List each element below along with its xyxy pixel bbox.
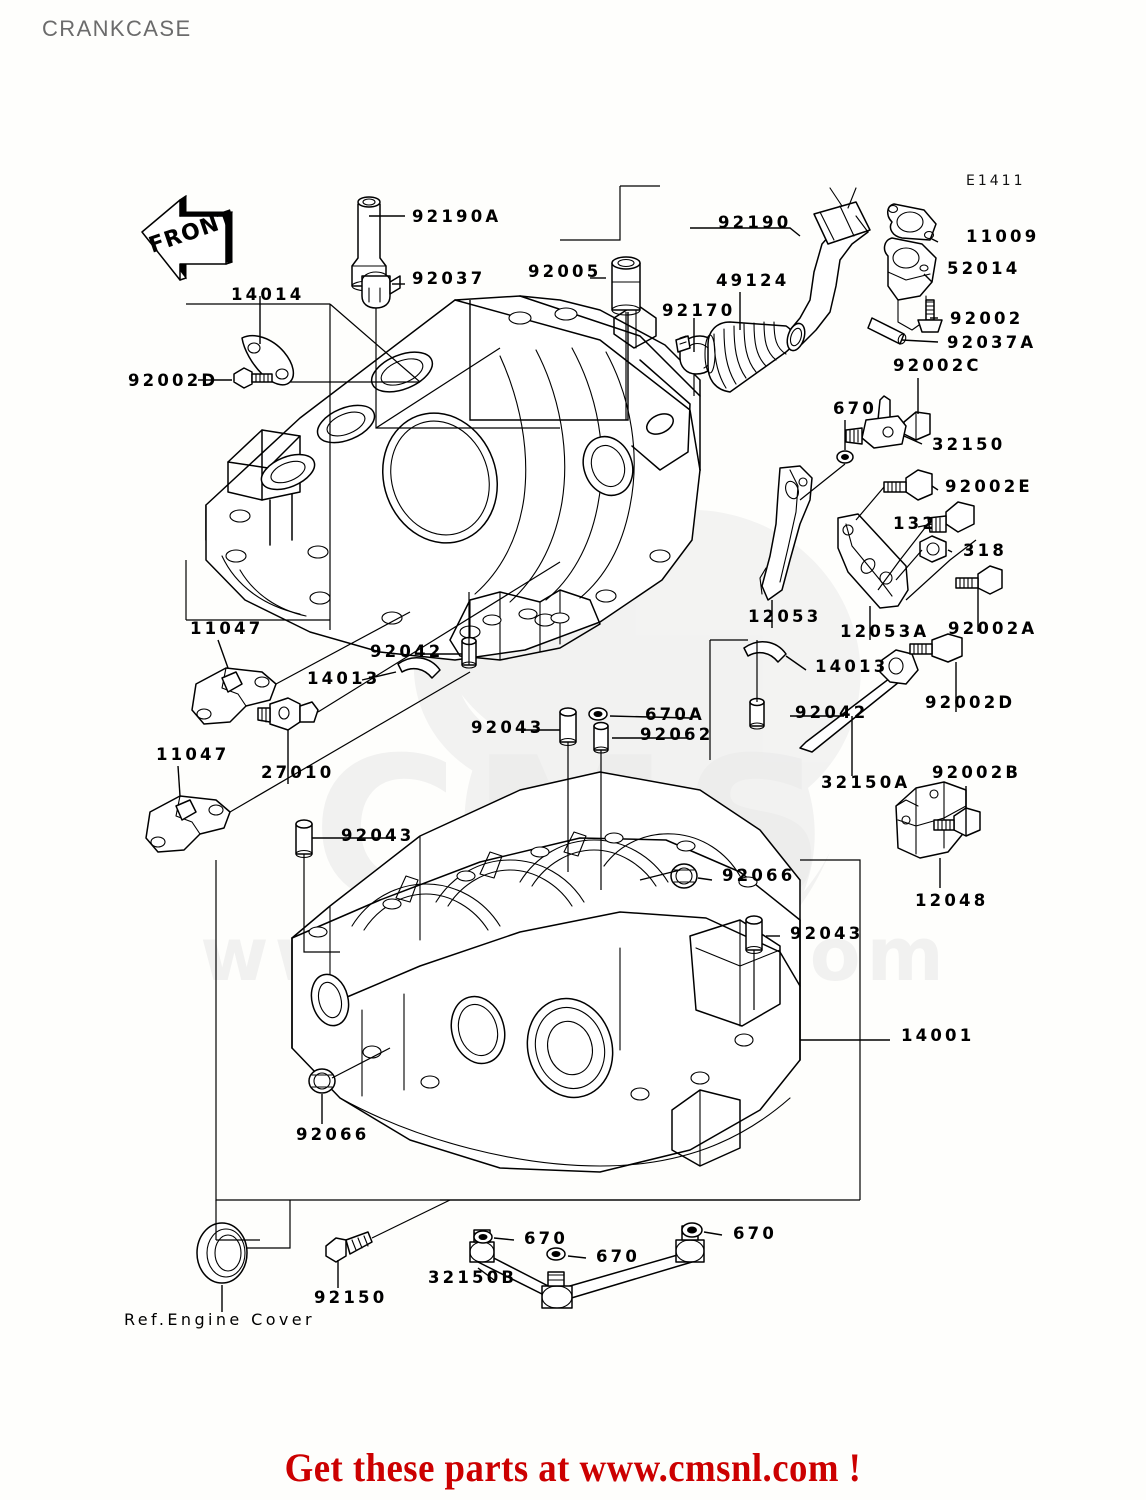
part-92002	[917, 299, 943, 333]
callout-92042-right: 92042	[795, 703, 869, 722]
callout-14013-left: 14013	[307, 669, 381, 688]
callout-92005: 92005	[528, 262, 602, 281]
callout-670-b3: 670	[733, 1224, 778, 1243]
part-92037a	[867, 317, 907, 345]
callout-92002: 92002	[950, 309, 1024, 328]
front-arrow-icon: FRONT	[141, 194, 238, 281]
part-32150b	[469, 1225, 705, 1309]
part-ref-engine-cover-seal	[196, 1222, 248, 1284]
callout-132: 132	[893, 514, 938, 533]
callout-12053: 12053	[748, 607, 822, 626]
callout-92170: 92170	[662, 301, 736, 320]
part-92190	[786, 187, 871, 352]
part-92150	[325, 1231, 373, 1263]
leader-lines	[177, 215, 979, 1312]
part-670-b1	[473, 1230, 493, 1244]
callout-92066-right: 92066	[722, 866, 796, 885]
part-92002e	[883, 469, 933, 501]
part-670a	[588, 707, 608, 721]
callout-92002a: 92002A	[948, 619, 1038, 638]
callout-27010: 27010	[261, 763, 335, 782]
callout-92002c: 92002C	[893, 356, 982, 375]
callout-49124: 49124	[716, 271, 790, 290]
callout-11009: 11009	[966, 227, 1040, 246]
part-11009	[887, 203, 937, 241]
part-318	[919, 535, 947, 563]
part-92062	[593, 721, 609, 754]
callout-52014: 52014	[947, 259, 1021, 278]
callout-11047-upper: 11047	[190, 619, 264, 638]
callout-92190a: 92190A	[412, 207, 502, 226]
callout-92043-b: 92043	[341, 826, 415, 845]
callout-12048: 12048	[915, 891, 989, 910]
part-92066-left	[308, 1068, 336, 1094]
callout-11047-lower: 11047	[156, 745, 230, 764]
callout-92066-left: 92066	[296, 1125, 370, 1144]
part-670-b2	[546, 1247, 566, 1261]
callout-92002e: 92002E	[945, 477, 1033, 496]
part-92002d-left	[233, 367, 273, 389]
reference-note: Ref.Engine Cover	[124, 1310, 315, 1329]
part-132	[927, 501, 975, 533]
part-92043-b	[295, 819, 313, 859]
callout-318: 318	[963, 541, 1008, 560]
part-14013-right	[743, 641, 787, 663]
callout-670a: 670A	[645, 705, 706, 724]
part-92037	[361, 271, 401, 309]
footer-promo: Get these parts at www.cmsnl.com !	[284, 1445, 862, 1490]
part-27010	[257, 697, 319, 731]
callout-92002d-right: 92002D	[925, 693, 1016, 712]
callout-92042-left: 92042	[370, 642, 444, 661]
callout-92043-a: 92043	[471, 718, 545, 737]
part-92002b	[933, 807, 981, 837]
part-92005	[611, 256, 641, 316]
part-670-upper	[836, 450, 854, 464]
part-32150	[845, 395, 907, 449]
callout-12053a: 12053A	[840, 622, 930, 641]
part-670-b3	[681, 1222, 703, 1238]
callout-92037: 92037	[412, 269, 486, 288]
part-92043-c	[745, 915, 763, 955]
diagram-code: E1411	[966, 173, 1026, 189]
part-32150a	[799, 633, 963, 753]
callout-670-upper: 670	[833, 399, 878, 418]
callout-14013-right: 14013	[815, 657, 889, 676]
callout-670-b2: 670	[596, 1247, 641, 1266]
part-92066-right	[670, 863, 698, 889]
callout-32150a: 32150A	[821, 773, 911, 792]
callout-670-b1: 670	[524, 1229, 569, 1248]
part-12053a	[837, 513, 909, 609]
part-92042-right	[749, 697, 765, 730]
callout-92002b: 92002B	[932, 763, 1022, 782]
page-title: CRANKCASE	[42, 16, 192, 41]
callout-14014: 14014	[231, 285, 305, 304]
grouping-lines	[185, 185, 977, 1249]
part-92002a	[955, 565, 1003, 595]
callout-92037a: 92037A	[947, 333, 1037, 352]
part-12053	[759, 465, 813, 601]
part-14013-left	[397, 657, 441, 679]
part-11047-upper	[191, 667, 277, 725]
callout-32150b: 32150B	[428, 1268, 518, 1287]
callout-92043-c: 92043	[790, 924, 864, 943]
callout-92002d-left: 92002D	[128, 371, 219, 390]
part-49124	[704, 321, 795, 393]
callout-32150: 32150	[932, 435, 1006, 454]
callout-92062: 92062	[640, 725, 714, 744]
part-92043-a	[559, 707, 577, 747]
part-11047-lower	[145, 795, 231, 853]
callout-92150: 92150	[314, 1288, 388, 1307]
callout-92190: 92190	[718, 213, 792, 232]
callout-14001: 14001	[901, 1026, 975, 1045]
